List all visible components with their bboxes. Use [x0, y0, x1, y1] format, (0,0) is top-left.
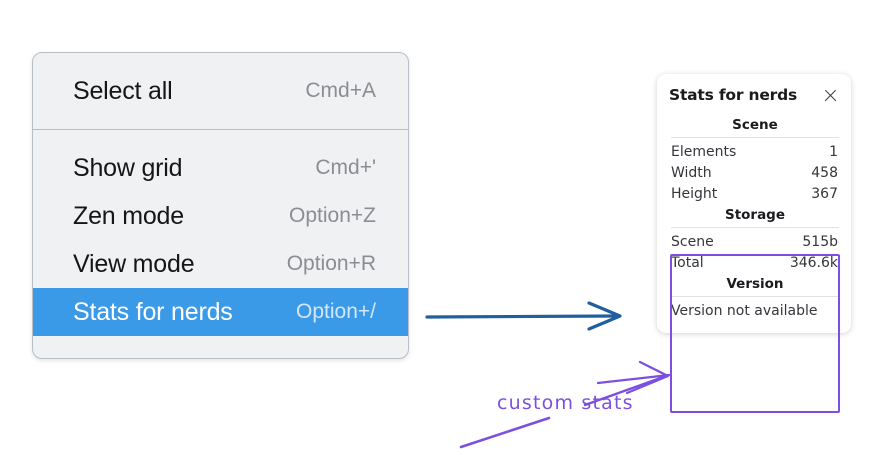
stats-group-title: Storage — [724, 207, 786, 223]
stat-key: Height — [671, 185, 718, 202]
stat-row: Scene 515b — [669, 231, 841, 252]
menu-item-zen-mode[interactable]: Zen mode Option+Z — [33, 192, 408, 240]
menu-section-2: Show grid Cmd+' Zen mode Option+Z View m… — [33, 144, 408, 336]
version-note: Version not available — [671, 303, 818, 319]
group-rule — [671, 296, 839, 297]
stat-key: Scene — [671, 233, 714, 250]
menu-item-label: Stats for nerds — [73, 297, 233, 326]
menu-item-label: View mode — [73, 249, 195, 278]
stat-row: Height 367 — [669, 183, 841, 204]
menu-item-label: Select all — [73, 76, 173, 105]
stat-value: 458 — [811, 164, 838, 181]
stat-key: Width — [671, 164, 712, 181]
stats-for-nerds-panel: Stats for nerds Scene Elements 1 Width 4… — [657, 74, 851, 333]
flow-arrow — [425, 301, 622, 331]
stats-group-storage: Storage Scene 515b Total 346.6k — [669, 204, 841, 273]
stats-group-title: Scene — [732, 117, 778, 133]
stats-group-title: Version — [726, 276, 784, 292]
close-icon[interactable] — [822, 87, 839, 104]
stat-value: 367 — [811, 185, 838, 202]
menu-item-shortcut: Option+/ — [296, 300, 376, 323]
menu-item-label: Zen mode — [73, 201, 184, 230]
stats-group-scene: Scene Elements 1 Width 458 Height 367 — [669, 114, 841, 204]
menu-item-shortcut: Option+Z — [289, 204, 376, 227]
menu-item-select-all[interactable]: Select all Cmd+A — [33, 67, 408, 115]
canvas-context-menu[interactable]: Select all Cmd+A Show grid Cmd+' Zen mod… — [32, 52, 409, 359]
menu-item-label: Show grid — [73, 153, 183, 182]
stat-key: Elements — [671, 143, 737, 160]
stat-key: Total — [671, 254, 704, 271]
stats-group-version: Version Version not available — [669, 273, 841, 321]
menu-section-gap — [33, 115, 408, 129]
group-rule — [671, 137, 839, 138]
menu-item-shortcut: Cmd+A — [305, 79, 376, 102]
stat-value: 1 — [829, 143, 838, 160]
stat-row: Width 458 — [669, 162, 841, 183]
menu-item-shortcut: Option+R — [286, 252, 376, 275]
menu-item-shortcut: Cmd+' — [315, 156, 376, 179]
menu-section-1: Select all Cmd+A — [33, 67, 408, 115]
stat-row: Total 346.6k — [669, 252, 841, 273]
menu-bottom-padding — [33, 336, 408, 358]
stat-value: 515b — [802, 233, 838, 250]
menu-top-padding — [33, 53, 408, 67]
menu-item-stats-for-nerds[interactable]: Stats for nerds Option+/ — [33, 288, 408, 336]
menu-item-show-grid[interactable]: Show grid Cmd+' — [33, 144, 408, 192]
group-rule — [671, 227, 839, 228]
stat-row: Elements 1 — [669, 141, 841, 162]
stats-panel-header: Stats for nerds — [669, 86, 841, 104]
menu-section-gap-2 — [33, 130, 408, 144]
menu-divider — [33, 129, 408, 130]
custom-stats-underline — [459, 416, 551, 449]
custom-stats-annotation-label: custom stats — [497, 392, 634, 414]
stats-panel-title: Stats for nerds — [669, 86, 798, 104]
stat-value: 346.6k — [789, 254, 838, 271]
menu-item-view-mode[interactable]: View mode Option+R — [33, 240, 408, 288]
